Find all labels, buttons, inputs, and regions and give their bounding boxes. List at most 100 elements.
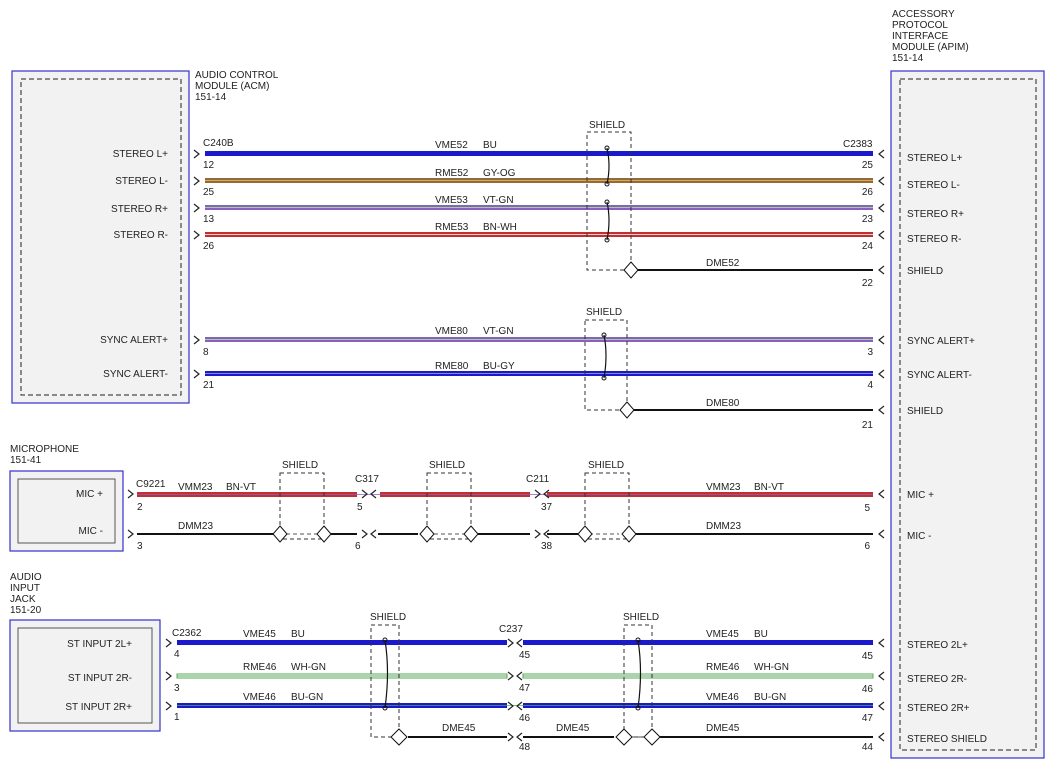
apim-pin-stereo-2r-plus: STEREO 2R+ bbox=[907, 703, 970, 714]
c211-pin-num-38: 38 bbox=[541, 541, 553, 552]
apim-pin-shield-1: SHIELD bbox=[907, 266, 943, 277]
shield-jack-1-label: SHIELD bbox=[370, 612, 406, 623]
jack-pin-num-1: 1 bbox=[174, 712, 180, 723]
mic-pin-minus: MIC - bbox=[79, 526, 103, 537]
apim-pin-num-21: 21 bbox=[862, 420, 874, 431]
label-dme52-circuit: DME52 bbox=[706, 258, 740, 269]
jack-pin-num-4: 4 bbox=[174, 649, 180, 660]
apim-pin-shield-2: SHIELD bbox=[907, 406, 943, 417]
apim-pin-stereo-shield: STEREO SHIELD bbox=[907, 734, 987, 745]
jack-title-line4: 151-20 bbox=[10, 605, 42, 616]
audio-input-jack-module bbox=[9, 619, 161, 732]
label-dme80-circuit: DME80 bbox=[706, 398, 740, 409]
label-vme80-circuit: VME80 bbox=[435, 326, 468, 337]
label-vme52-circuit: VME52 bbox=[435, 140, 468, 151]
mic-pin-plus: MIC + bbox=[76, 489, 103, 500]
apim-pin-num-45: 45 bbox=[862, 651, 874, 662]
acm-pin-sync-alert-minus: SYNC ALERT- bbox=[103, 369, 168, 380]
label-rme52-circuit: RME52 bbox=[435, 168, 469, 179]
label-vmm23-color-left: BN-VT bbox=[226, 482, 256, 493]
jack-pin-num-3: 3 bbox=[174, 683, 180, 694]
apim-pin-stereo-l-minus: STEREO L- bbox=[907, 180, 960, 191]
wire-rme80 bbox=[205, 371, 873, 376]
shield-stereo bbox=[586, 131, 639, 279]
jack-title-line3: JACK bbox=[10, 594, 36, 605]
label-vme53-color: VT-GN bbox=[483, 195, 514, 206]
apim-title-line2: PROTOCOL bbox=[892, 20, 948, 31]
wire-rme52 bbox=[205, 178, 873, 183]
label-dme45-circuit-2: DME45 bbox=[556, 723, 590, 734]
connector-c2362: C2362 bbox=[172, 628, 202, 639]
apim-pin-mic-minus: MIC - bbox=[907, 531, 931, 542]
connector-chevrons bbox=[127, 149, 885, 742]
label-rme46-color-left: WH-GN bbox=[291, 662, 326, 673]
c237-pin-num-48: 48 bbox=[519, 742, 531, 753]
label-vme45-circuit-left: VME45 bbox=[243, 629, 276, 640]
acm-title-line1: AUDIO CONTROL bbox=[195, 70, 279, 81]
label-dme45-circuit-3: DME45 bbox=[706, 723, 740, 734]
mic-title-line2: 151-41 bbox=[10, 455, 42, 466]
label-vme46-color-right: BU-GN bbox=[754, 692, 786, 703]
shield-jack-2 bbox=[615, 624, 661, 746]
acm-pin-num-21: 21 bbox=[203, 380, 215, 391]
wire-rme53 bbox=[205, 232, 873, 237]
wire-vme45 bbox=[177, 640, 873, 645]
shield-mic-1-label: SHIELD bbox=[282, 460, 318, 471]
connector-c211: C211 bbox=[526, 474, 550, 485]
wire-vmm23 bbox=[137, 492, 873, 497]
label-vme46-circuit-right: VME46 bbox=[706, 692, 739, 703]
label-vme52-color: BU bbox=[483, 140, 497, 151]
acm-title-line2: MODULE (ACM) bbox=[195, 81, 269, 92]
label-dmm23-circuit-right: DMM23 bbox=[706, 521, 741, 532]
shield-mic-2-label: SHIELD bbox=[429, 460, 465, 471]
apim-pin-num-3: 3 bbox=[867, 347, 873, 358]
connector-c9221: C9221 bbox=[136, 479, 166, 490]
apim-pin-mic-plus: MIC + bbox=[907, 490, 934, 501]
label-rme46-circuit-right: RME46 bbox=[706, 662, 740, 673]
apim-pin-num-22: 22 bbox=[862, 278, 874, 289]
apim-pin-stereo-2r-minus: STEREO 2R- bbox=[907, 674, 967, 685]
apim-pin-num-47: 47 bbox=[862, 713, 874, 724]
acm-pin-stereo-l-minus: STEREO L- bbox=[115, 176, 168, 187]
apim-pin-num-46: 46 bbox=[862, 684, 874, 695]
label-rme52-color: GY-OG bbox=[483, 168, 516, 179]
acm-pin-num-26: 26 bbox=[203, 241, 215, 252]
apim-pin-sync-alert-minus: SYNC ALERT- bbox=[907, 370, 972, 381]
apim-pin-num-4: 4 bbox=[867, 380, 873, 391]
mic-pin-num-3: 3 bbox=[137, 541, 143, 552]
apim-title-line5: 151-14 bbox=[892, 53, 924, 64]
label-vme46-color-left: BU-GN bbox=[291, 692, 323, 703]
apim-pin-num-24: 24 bbox=[862, 241, 874, 252]
microphone-module bbox=[9, 470, 124, 552]
apim-pin-stereo-r-minus: STEREO R- bbox=[907, 234, 961, 245]
shield-mic-1 bbox=[272, 472, 332, 543]
label-vme46-circuit-left: VME46 bbox=[243, 692, 276, 703]
label-dme45-circuit-1: DME45 bbox=[442, 723, 476, 734]
c237-pin-num-47: 47 bbox=[519, 683, 531, 694]
label-rme80-color: BU-GY bbox=[483, 361, 515, 372]
apim-pin-num-23: 23 bbox=[862, 214, 874, 225]
c317-pin-num-5: 5 bbox=[357, 502, 363, 513]
apim-pin-stereo-r-plus: STEREO R+ bbox=[907, 209, 964, 220]
acm-pin-stereo-r-plus: STEREO R+ bbox=[111, 204, 168, 215]
label-rme46-circuit-left: RME46 bbox=[243, 662, 277, 673]
shield-sync bbox=[584, 319, 635, 419]
label-vme45-color-right: BU bbox=[754, 629, 768, 640]
wire-vme52 bbox=[205, 151, 873, 156]
wire-rme46 bbox=[176, 673, 874, 679]
acm-pin-stereo-r-minus: STEREO R- bbox=[114, 230, 168, 241]
label-rme80-circuit: RME80 bbox=[435, 361, 469, 372]
apim-pin-stereo-l-plus: STEREO L+ bbox=[907, 153, 962, 164]
acm-pin-sync-alert-plus: SYNC ALERT+ bbox=[100, 335, 168, 346]
acm-pin-num-12: 12 bbox=[203, 160, 215, 171]
label-vmm23-circuit-left: VMM23 bbox=[178, 482, 213, 493]
apim-pin-sync-alert-plus: SYNC ALERT+ bbox=[907, 336, 975, 347]
c237-pin-num-45: 45 bbox=[519, 650, 531, 661]
jack-pin-2r-plus: ST INPUT 2R+ bbox=[65, 702, 132, 713]
apim-title-line1: ACCESSORY bbox=[892, 9, 955, 20]
c317-pin-num-6: 6 bbox=[355, 541, 361, 552]
mic-pin-num-2: 2 bbox=[137, 502, 143, 513]
shield-mic-3-label: SHIELD bbox=[588, 460, 624, 471]
label-vmm23-color-right: BN-VT bbox=[754, 482, 784, 493]
acm-pin-stereo-l-plus: STEREO L+ bbox=[113, 149, 168, 160]
